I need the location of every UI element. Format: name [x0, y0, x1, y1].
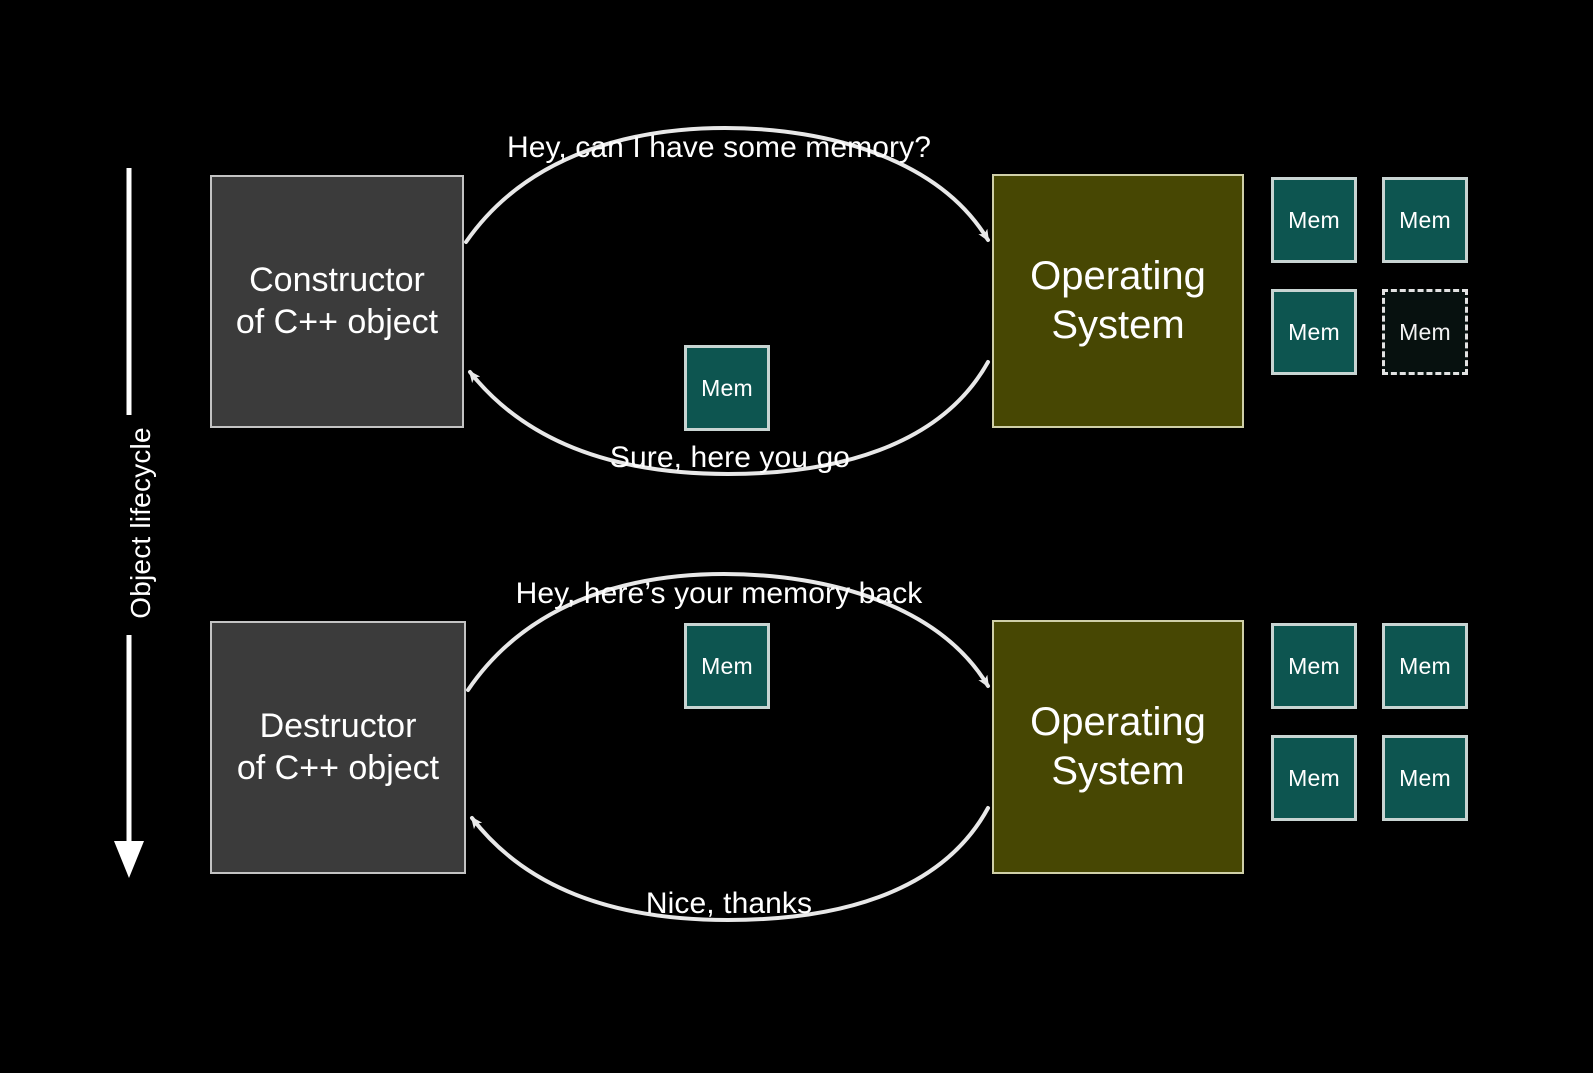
- os-line-1-construction: Operating: [1030, 254, 1206, 299]
- destructor-line-2: of C++ object: [236, 748, 440, 787]
- lifecycle-arrow-icon: [114, 168, 144, 878]
- os-line-2-destruction: System: [1051, 749, 1185, 793]
- mem-pool-block-1-destruction[interactable]: Mem: [1271, 623, 1357, 709]
- mem-pool-block-2-construction[interactable]: Mem: [1382, 177, 1468, 263]
- caption-request-construction: Hey, can I have some memory?: [506, 131, 932, 164]
- mem-pool-block-4-free-slot-construction[interactable]: Mem: [1382, 289, 1468, 375]
- mem-block-label: Mem: [701, 652, 753, 679]
- constructor-line-2: of C++ object: [235, 302, 439, 341]
- caption-request-destruction: Hey, here’s your memory back: [515, 577, 923, 610]
- destructor-line-1: Destructor: [259, 707, 417, 746]
- os-line-2-construction: System: [1051, 303, 1185, 347]
- mem-block-label: Mem: [1399, 764, 1451, 791]
- lifecycle-axis-label: Object lifecycle: [125, 426, 156, 619]
- object-lifecycle-axis: Object lifecycle: [96, 165, 186, 880]
- mem-block-label: Mem: [1288, 652, 1340, 679]
- mem-block-label: Mem: [1288, 764, 1340, 791]
- mem-block-label: Mem: [1399, 206, 1451, 233]
- mem-pool-block-1-construction[interactable]: Mem: [1271, 177, 1357, 263]
- mem-block-label: Mem: [1399, 652, 1451, 679]
- mem-pool-block-2-destruction[interactable]: Mem: [1382, 623, 1468, 709]
- caption-response-destruction: Nice, thanks: [645, 887, 813, 920]
- mem-block-label: Mem: [1288, 318, 1340, 345]
- mem-pool-block-3-construction[interactable]: Mem: [1271, 289, 1357, 375]
- mem-block-in-transit-destruction[interactable]: Mem: [684, 623, 770, 709]
- mem-pool-block-4-destruction[interactable]: Mem: [1382, 735, 1468, 821]
- caption-response-construction: Sure, here you go: [609, 441, 851, 474]
- mem-block-label: Mem: [1288, 206, 1340, 233]
- mem-block-label: Mem: [701, 374, 753, 401]
- mem-block-in-transit-construction[interactable]: Mem: [684, 345, 770, 431]
- mem-block-label: Mem: [1399, 318, 1451, 345]
- mem-pool-block-3-destruction[interactable]: Mem: [1271, 735, 1357, 821]
- os-line-1-destruction: Operating: [1030, 700, 1206, 745]
- constructor-line-1: Constructor: [249, 261, 425, 300]
